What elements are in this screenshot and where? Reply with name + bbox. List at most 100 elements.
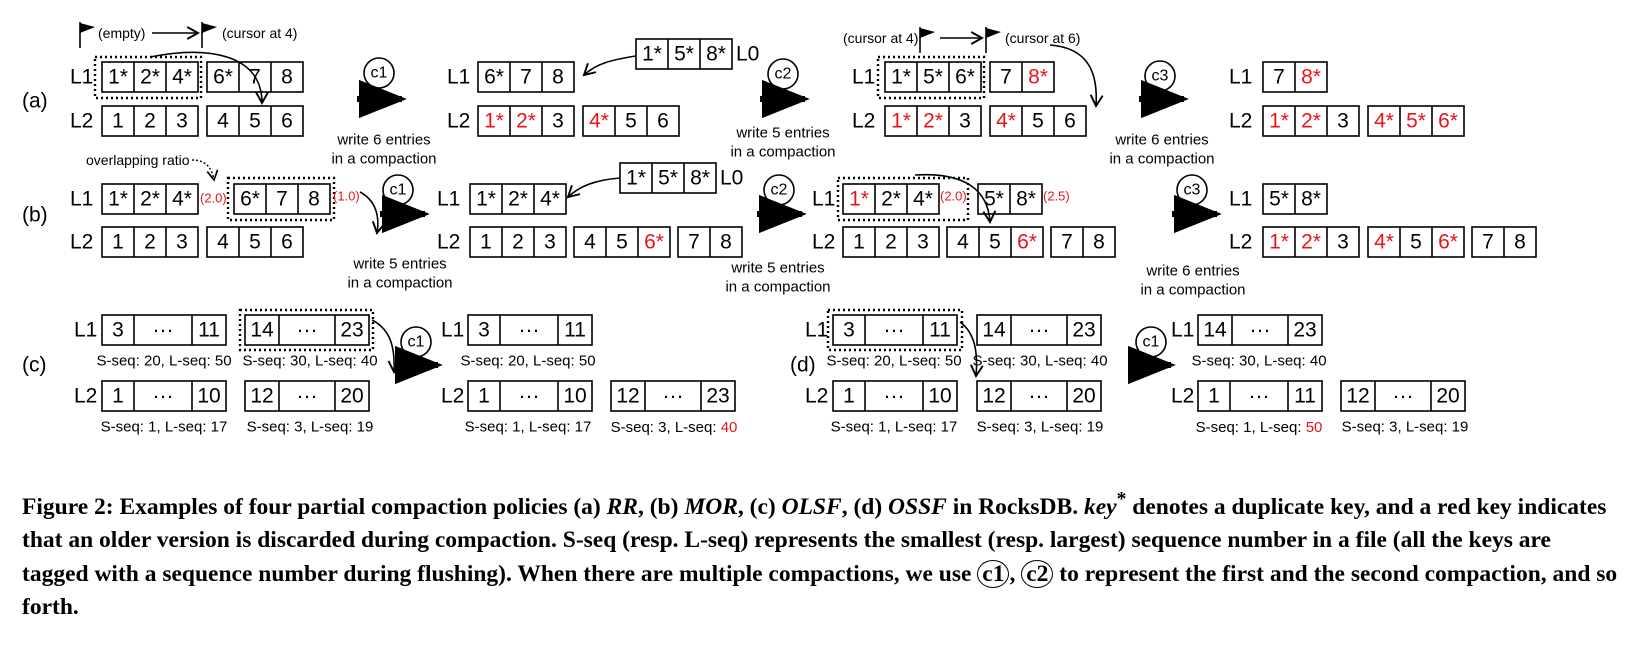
row-d: L1 3 ··· 11 14 ··· 23 S-seq: 20, L-seq: … bbox=[805, 308, 1468, 436]
sst-file: 4 5 6* bbox=[946, 226, 1044, 258]
key: 2 bbox=[885, 231, 897, 254]
key: 7 bbox=[1061, 231, 1073, 254]
key: 3 bbox=[176, 231, 188, 254]
sst-file: 5* 8* bbox=[977, 183, 1043, 215]
sst-file: 1 2 3 bbox=[842, 226, 940, 258]
figure-caption: Figure 2: Examples of four partial compa… bbox=[22, 483, 1622, 625]
sst-file: 1* 2* 4* bbox=[101, 183, 199, 215]
key: 12 bbox=[250, 385, 273, 408]
compaction-selection bbox=[876, 55, 986, 100]
key: 11 bbox=[1294, 385, 1316, 408]
key: ··· bbox=[297, 319, 318, 342]
key: 3 bbox=[1337, 231, 1349, 254]
compaction-label: c1 bbox=[390, 182, 407, 199]
annotation-cursor-4: (cursor at 4) bbox=[843, 30, 918, 46]
level-label-l1: L1 bbox=[852, 66, 875, 89]
compaction-label: c1 bbox=[408, 334, 425, 351]
key: 3 bbox=[1337, 110, 1349, 133]
write-note: in a compaction bbox=[1109, 151, 1214, 168]
row-label-d: (d) bbox=[790, 354, 816, 377]
level-label-l2: L2 bbox=[812, 231, 835, 254]
key: 4* bbox=[172, 188, 192, 211]
compaction-selection bbox=[226, 176, 336, 222]
seq-range: S-seq: 3, L-seq: 19 bbox=[977, 419, 1104, 436]
key: 3 bbox=[917, 231, 929, 254]
sst-file: 1 ··· 10 bbox=[101, 380, 227, 412]
level-label-l1: L1 bbox=[441, 319, 464, 342]
key: 5 bbox=[1032, 110, 1044, 133]
key: ··· bbox=[1250, 319, 1271, 342]
key: 10 bbox=[197, 385, 220, 408]
key-discarded: 6* bbox=[1438, 231, 1458, 254]
key: 2* bbox=[140, 188, 160, 211]
key-discarded: 4* bbox=[996, 110, 1016, 133]
key: 6* bbox=[213, 66, 233, 89]
key-discarded: 2* bbox=[923, 110, 943, 133]
key: 8 bbox=[552, 66, 564, 89]
key: 14 bbox=[250, 319, 274, 342]
sst-file: 14 ··· 23 bbox=[244, 314, 370, 346]
sst-file: 4* 5 6* bbox=[1367, 226, 1465, 258]
sst-file: 12 ··· 23 bbox=[610, 380, 736, 412]
key: 1* bbox=[476, 188, 496, 211]
cursor-arrow bbox=[959, 321, 984, 378]
cursor-arrow bbox=[149, 51, 269, 105]
key: 5 bbox=[616, 231, 628, 254]
flag-icon bbox=[79, 22, 95, 48]
seq-range: S-seq: 20, L-seq: 50 bbox=[96, 353, 231, 370]
compaction-badge-c1: c1 bbox=[977, 559, 1010, 588]
sst-file: 4 5 6* bbox=[573, 226, 671, 258]
key: 12 bbox=[982, 385, 1005, 408]
sst-file: 12 ··· 20 bbox=[244, 380, 370, 412]
key: 7 bbox=[1482, 231, 1494, 254]
level-label-l2: L2 bbox=[70, 110, 93, 133]
key-discarded: 1* bbox=[484, 110, 504, 133]
seq-range: S-seq: 1, L-seq: 17 bbox=[831, 419, 958, 436]
sst-file: 7 8* bbox=[989, 61, 1055, 93]
compaction-badge-c2: c2 bbox=[1021, 559, 1054, 588]
key: 10 bbox=[928, 385, 951, 408]
key: 8* bbox=[1301, 188, 1321, 211]
seq-range: S-seq: 3, L-seq: 40 bbox=[611, 419, 738, 436]
key: 2 bbox=[144, 231, 156, 254]
key: 5 bbox=[1410, 231, 1422, 254]
flag-icon bbox=[919, 27, 935, 53]
key-discarded: 2* bbox=[1301, 110, 1321, 133]
key: 3 bbox=[959, 110, 971, 133]
cursor-arrow bbox=[1049, 44, 1104, 108]
key: 1 bbox=[480, 231, 492, 254]
level-label-l1: L1 bbox=[805, 319, 828, 342]
key-discarded: 6* bbox=[1438, 110, 1458, 133]
sst-file: 6* 7 8 bbox=[233, 183, 331, 215]
sst-file: 1 ··· 10 bbox=[467, 380, 593, 412]
level-label-l2: L2 bbox=[1171, 385, 1194, 408]
cursor-arrow bbox=[359, 191, 386, 235]
sst-file: 5* 8* bbox=[1262, 183, 1328, 215]
sst-file: 4 5 6 bbox=[206, 105, 304, 137]
sst-file: 1* 5* 8* bbox=[635, 38, 733, 70]
level-label-l2: L2 bbox=[437, 231, 460, 254]
key: 2* bbox=[881, 188, 901, 211]
key: 1 bbox=[112, 231, 124, 254]
key: ··· bbox=[663, 385, 684, 408]
key-discarded: 6* bbox=[644, 231, 664, 254]
row-label-c: (c) bbox=[22, 354, 47, 377]
level-label-l2: L2 bbox=[805, 385, 828, 408]
key-discarded: 6* bbox=[1017, 231, 1037, 254]
row-c: L1 3 ··· 11 14 ··· 23 S-seq: 20, L-seq: … bbox=[74, 308, 738, 436]
key: ··· bbox=[884, 385, 905, 408]
seq-updated: 50 bbox=[1306, 419, 1323, 436]
sst-file: 1* 2* 4* bbox=[469, 183, 567, 215]
level-label-l1: L1 bbox=[1229, 188, 1252, 211]
flag-icon bbox=[201, 22, 217, 48]
key: 1 bbox=[478, 385, 490, 408]
level-label-l1: L1 bbox=[437, 188, 460, 211]
key: 5 bbox=[625, 110, 637, 133]
sst-file: 4* 5 6 bbox=[582, 105, 680, 137]
key: 1 bbox=[1208, 385, 1220, 408]
key: 14 bbox=[982, 319, 1006, 342]
key: 11 bbox=[564, 319, 586, 342]
sst-file: 1 ··· 10 bbox=[832, 380, 958, 412]
write-note: in a compaction bbox=[725, 279, 830, 296]
key: ··· bbox=[1249, 385, 1270, 408]
